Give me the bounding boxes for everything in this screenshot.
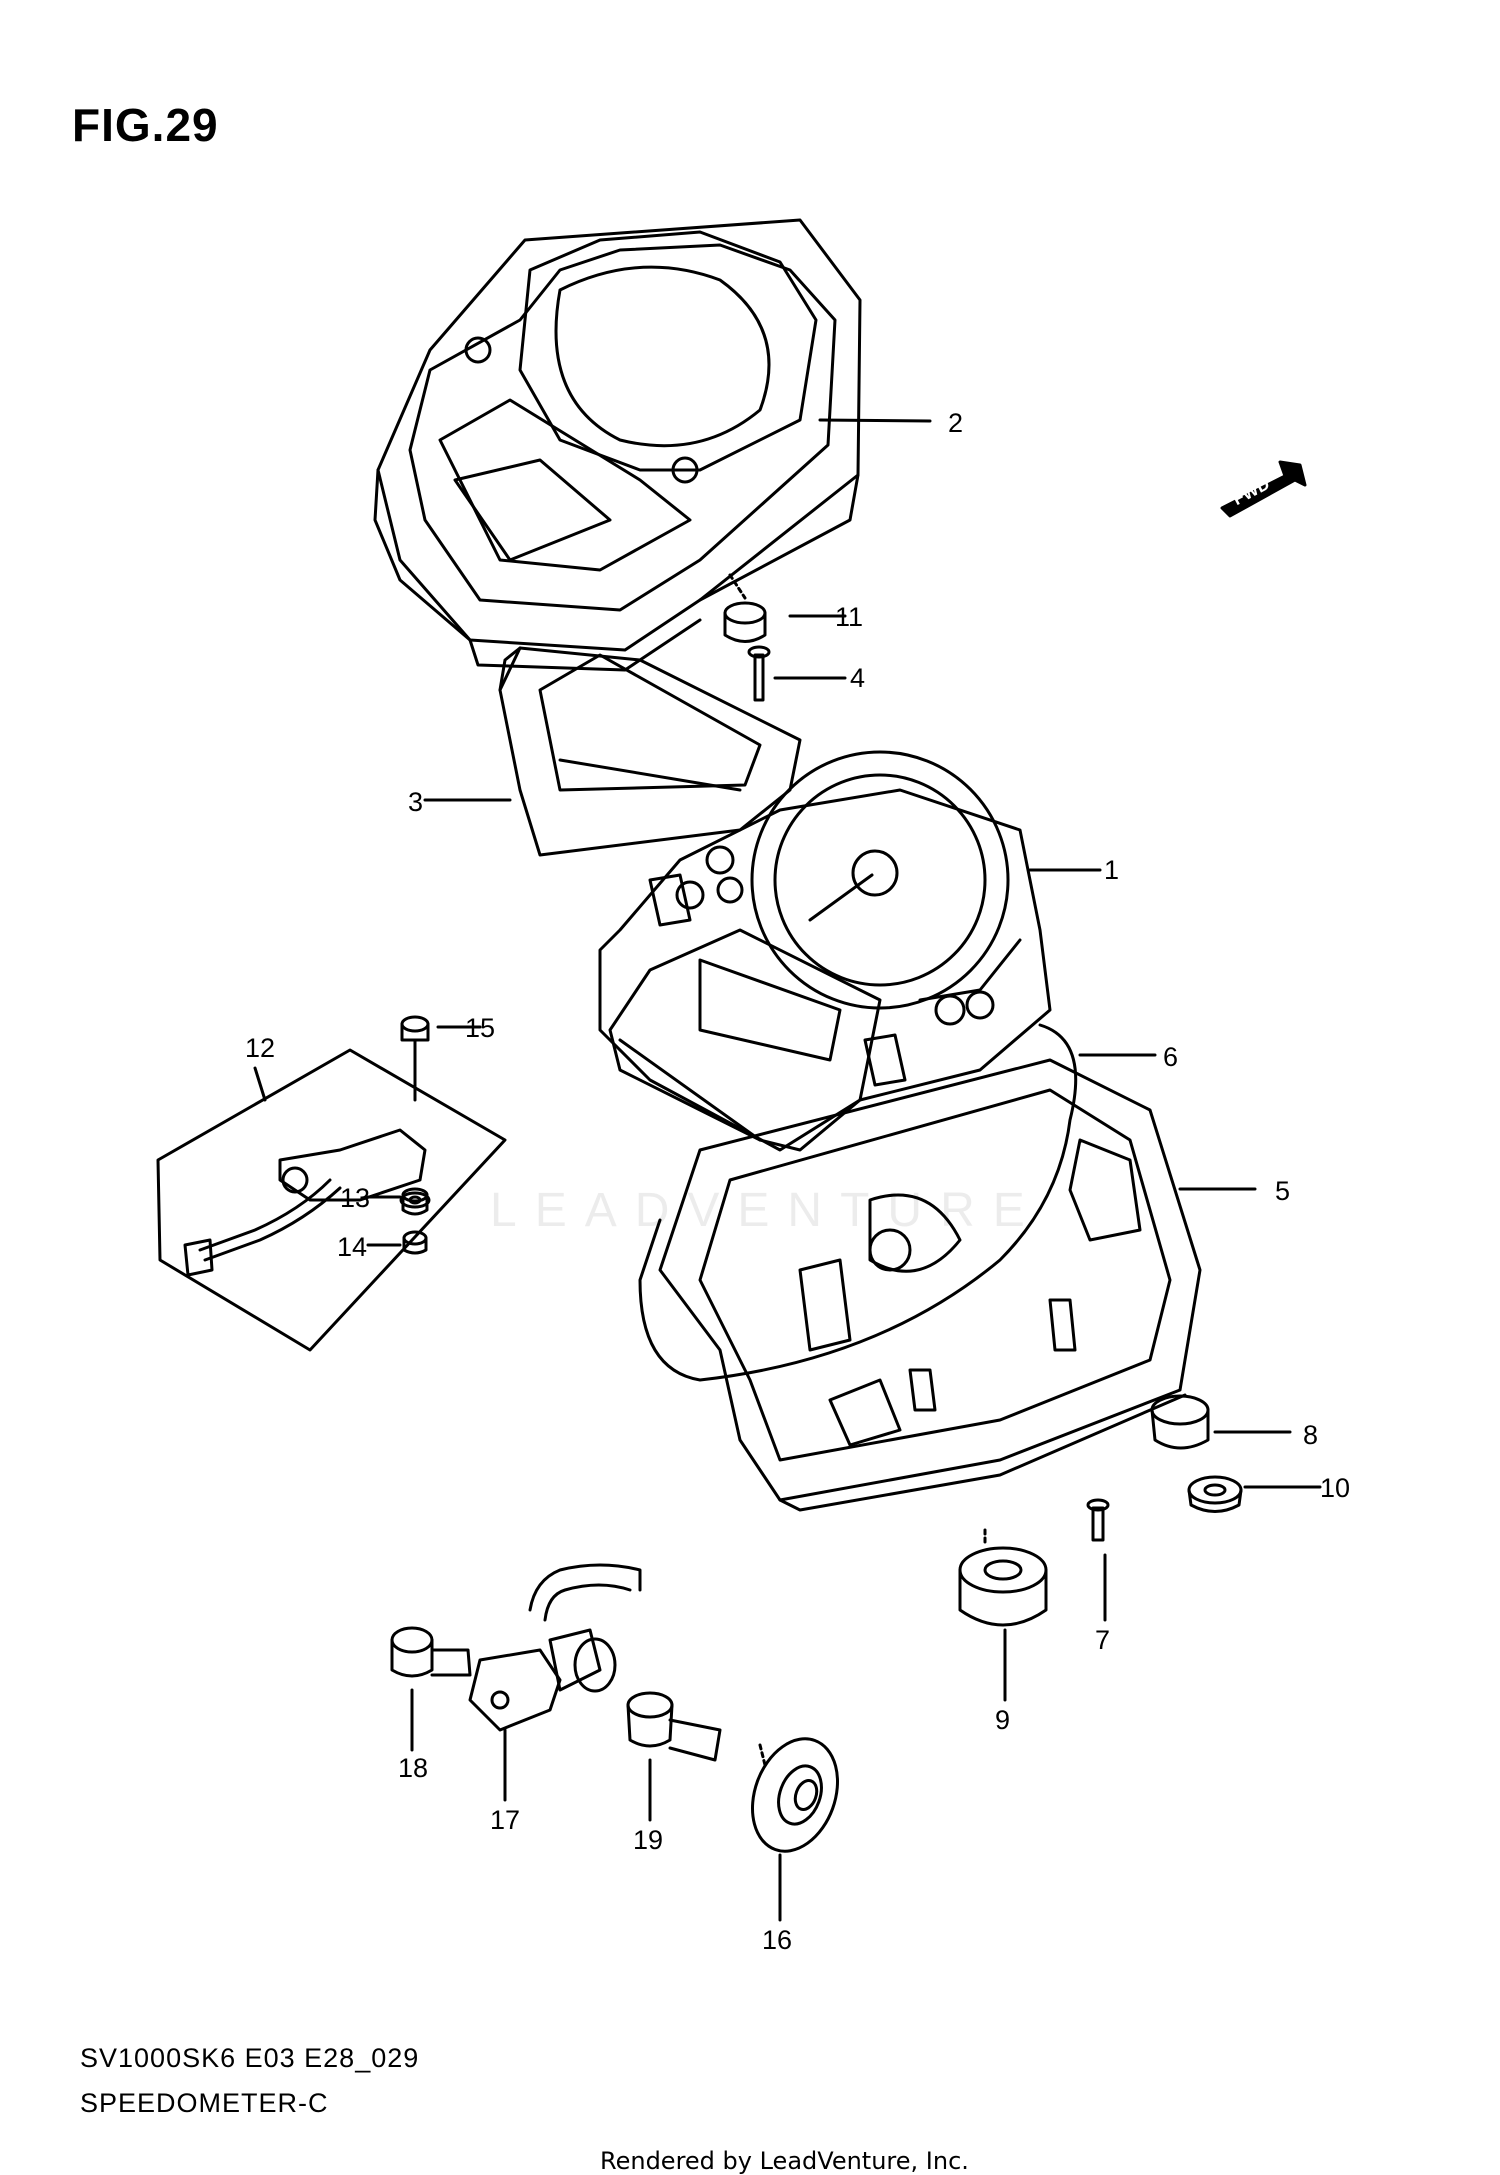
watermark: LEADVENTURE (490, 1184, 1043, 1237)
callout-3: 3 (408, 787, 424, 817)
callout-18: 18 (398, 1753, 429, 1783)
part-1-speedometer-assembly (598, 750, 1102, 1152)
part-5-lower-case (658, 1058, 1257, 1512)
part-9-cushion (958, 1528, 1048, 1702)
callout-2: 2 (948, 408, 964, 438)
figure-title: FIG.29 (72, 99, 219, 151)
part-10-collar (1187, 1475, 1322, 1513)
callout-14: 14 (337, 1232, 368, 1262)
callout-19: 19 (633, 1825, 664, 1855)
part-8-grommet (1150, 1394, 1292, 1450)
callout-17: 17 (490, 1805, 521, 1835)
callout-8: 8 (1303, 1420, 1319, 1450)
part-11-cushion (723, 601, 847, 643)
fwd-arrow-icon (1220, 460, 1307, 518)
part-2-meter-cover (373, 218, 932, 672)
callout-9: 9 (995, 1705, 1011, 1735)
figure-name: SPEEDOMETER-C (80, 2088, 329, 2118)
callout-7: 7 (1095, 1625, 1111, 1655)
part-17-speed-sensor (468, 1563, 642, 1802)
callout-10: 10 (1320, 1473, 1351, 1503)
model-code: SV1000SK6 E03 E28_029 (80, 2043, 420, 2073)
part-6-wire (638, 1023, 1157, 1382)
callout-11: 11 (835, 602, 864, 632)
callout-15: 15 (465, 1013, 496, 1043)
callout-16: 16 (762, 1925, 793, 1955)
callout-1: 1 (1104, 855, 1120, 885)
part-16-rotor-disc (750, 1737, 840, 1922)
callout-6: 6 (1163, 1042, 1179, 1072)
part-7-screw (1086, 1498, 1110, 1622)
part-18-bolt (390, 1626, 472, 1752)
callout-5: 5 (1275, 1176, 1291, 1206)
callout-12: 12 (245, 1033, 276, 1063)
callout-13: 13 (340, 1183, 371, 1213)
callout-4: 4 (850, 663, 866, 693)
part-12-sensor-group (156, 1015, 507, 1352)
rendered-by-note: Rendered by LeadVenture, Inc. (600, 2147, 969, 2175)
part-3-meter-lens (423, 646, 802, 857)
part-19-bolt (626, 1691, 722, 1822)
part-4-screw (728, 573, 847, 702)
